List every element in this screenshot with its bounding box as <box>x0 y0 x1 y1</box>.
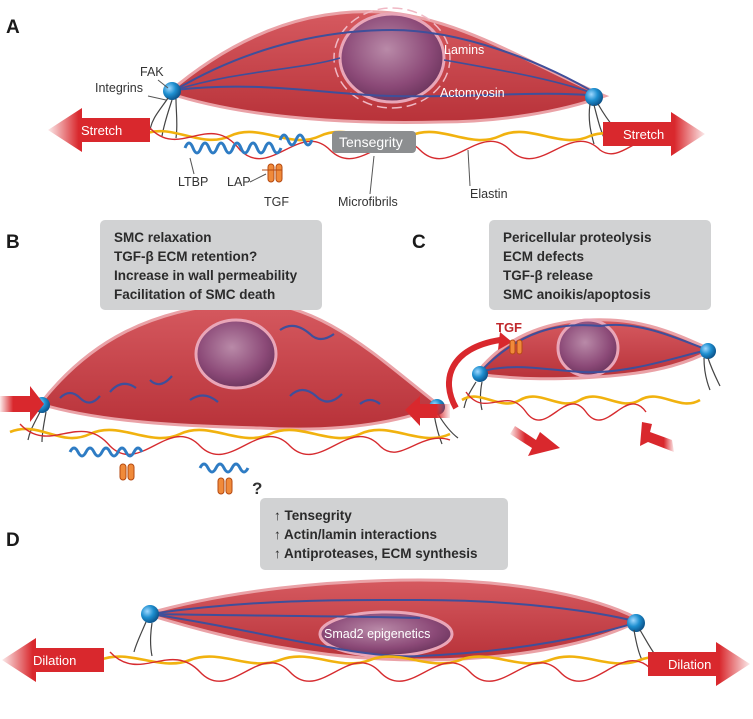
lap-label: LAP <box>227 175 251 189</box>
ltbp-coil-a <box>183 141 283 155</box>
dilation-label-right: Dilation <box>668 657 711 672</box>
dilation-arrow-right: Dilation <box>648 642 750 686</box>
panel-b-letter: B <box>6 232 20 253</box>
box-c-line-4: SMC anoikis/apoptosis <box>503 287 651 302</box>
smad2-epigenetics-label: Smad2 epigenetics <box>324 627 430 641</box>
release-arrow-c <box>446 337 501 410</box>
compress-arrow-right-b <box>405 396 450 426</box>
panel-c: C TGF <box>412 232 721 456</box>
question-mark-b: ? <box>252 479 262 498</box>
tgf-label-c: TGF <box>496 320 522 335</box>
box-b-line-2: TGF-β ECM retention? <box>114 249 258 264</box>
tgf-complex-a <box>262 163 283 183</box>
panel-d-summary-box: ↑ Tensegrity ↑ Actin/lamin interactions … <box>260 498 508 570</box>
integrin-right-a <box>585 88 603 106</box>
box-d-line-3: ↑ Antiproteases, ECM synthesis <box>274 546 478 561</box>
panel-d-letter: D <box>6 530 20 551</box>
panel-c-summary-box: Pericellular proteolysis ECM defects TGF… <box>489 220 711 310</box>
box-c-line-1: Pericellular proteolysis <box>503 230 652 245</box>
fak-label: FAK <box>140 65 164 79</box>
microfibrils-label: Microfibrils <box>338 195 398 209</box>
nucleus-c <box>556 318 620 378</box>
outflow-arrow-c2 <box>640 422 674 452</box>
stretch-arrow-right: Stretch <box>603 112 705 156</box>
panel-d: D Smad2 epigenetics Dilation Dilation <box>2 530 750 686</box>
microfibril-a <box>149 127 661 160</box>
elastin-label: Elastin <box>470 187 508 201</box>
outflow-arrow-c1 <box>510 426 560 456</box>
panel-a-letter: A <box>6 17 20 38</box>
stretch-label-left: Stretch <box>81 123 122 138</box>
box-c-line-3: TGF-β release <box>503 268 594 283</box>
actomyosin-label: Actomyosin <box>440 86 505 100</box>
box-d-line-1: ↑ Tensegrity <box>274 508 352 523</box>
compress-arrow-left-b <box>0 386 44 422</box>
integrins-label: Integrins <box>95 81 143 95</box>
stretch-label-right: Stretch <box>623 127 664 142</box>
panel-c-letter: C <box>412 232 426 253</box>
box-b-line-3: Increase in wall permeability <box>114 268 298 283</box>
disrupted-actin-b <box>59 324 381 405</box>
actomyosin-fiber <box>174 28 601 97</box>
box-b-line-4: Facilitation of SMC death <box>114 287 276 302</box>
panel-b-summary-box: SMC relaxation TGF-β ECM retention? Incr… <box>100 220 322 310</box>
nucleus-b <box>194 318 278 390</box>
tgf-label: TGF <box>264 195 289 209</box>
tensegrity-label: Tensegrity <box>339 134 403 150</box>
tensegrity-box <box>332 131 416 153</box>
box-d-line-2: ↑ Actin/lamin interactions <box>274 527 438 542</box>
dilation-arrow-left: Dilation <box>2 638 104 682</box>
stretch-arrow-left: Stretch <box>48 108 150 152</box>
dilation-label-left: Dilation <box>33 653 76 668</box>
lamins-label: Lamins <box>444 43 484 57</box>
nucleus-a <box>338 12 446 104</box>
panel-b: B ? <box>0 232 459 498</box>
box-c-line-2: ECM defects <box>503 249 585 264</box>
box-b-line-1: SMC relaxation <box>114 230 212 245</box>
integrin-left-a <box>163 82 181 100</box>
panel-a: A Stretch <box>6 7 705 209</box>
ltbp-label: LTBP <box>178 175 208 189</box>
